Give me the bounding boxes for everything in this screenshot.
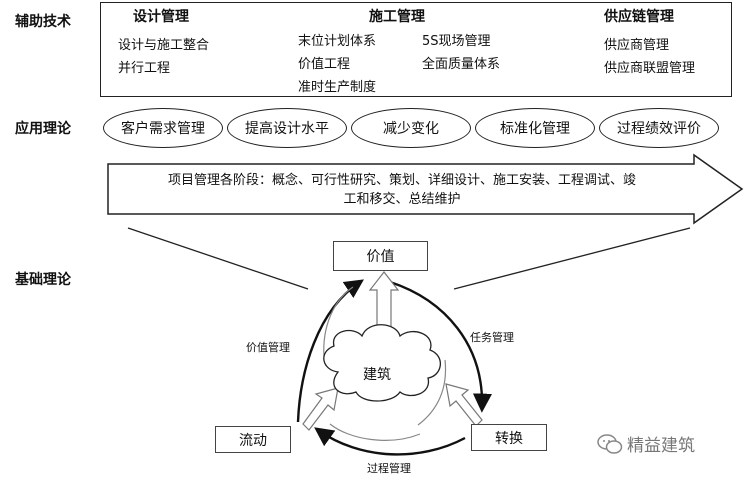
construction-item: 末位计划体系 bbox=[298, 34, 377, 49]
construction-item: 5S现场管理 bbox=[422, 34, 491, 49]
supply-item: 供应商联盟管理 bbox=[604, 61, 696, 76]
oval-design-level: 提高设计水平 bbox=[227, 108, 347, 148]
inner-arc-right bbox=[417, 359, 447, 426]
wechat-icon bbox=[597, 433, 623, 454]
design-item: 并行工程 bbox=[118, 61, 171, 76]
inner-arc-left bbox=[323, 286, 354, 358]
value-box: 价值 bbox=[333, 241, 428, 271]
hollow-arrow-left bbox=[302, 387, 339, 431]
value-mgmt-label: 价值管理 bbox=[246, 341, 290, 354]
supply-chain-mgmt-title: 供应链管理 bbox=[604, 9, 674, 25]
watermark-text: 精益建筑 bbox=[627, 436, 695, 456]
section-label-applied-theory: 应用理论 bbox=[15, 121, 71, 137]
oval-reduce-change: 减少变化 bbox=[351, 108, 471, 148]
hollow-arrow-up bbox=[368, 271, 400, 329]
construction-item: 准时生产制度 bbox=[298, 80, 377, 95]
support-tech-box bbox=[100, 2, 732, 97]
lifecycle-text-line-1: 项目管理各阶段：概念、可行性研究、策划、详细设计、施工安装、工程调试、竣 bbox=[167, 173, 636, 188]
building-label: 建筑 bbox=[363, 367, 391, 383]
supply-item: 供应商管理 bbox=[604, 38, 670, 53]
oval-customer-demand: 客户需求管理 bbox=[103, 108, 223, 148]
construction-item: 全面质量体系 bbox=[422, 57, 501, 72]
hollow-arrow-right bbox=[445, 383, 483, 427]
design-mgmt-title: 设计管理 bbox=[133, 9, 189, 25]
watermark: 精益建筑 bbox=[597, 431, 695, 456]
lifecycle-arrow-shape bbox=[107, 153, 744, 225]
construction-mgmt-title: 施工管理 bbox=[369, 9, 425, 25]
funnel-line-right bbox=[453, 227, 691, 290]
arc-task-mgmt bbox=[389, 280, 493, 413]
oval-standardization: 标准化管理 bbox=[475, 108, 595, 148]
funnel-line-left bbox=[127, 227, 309, 290]
section-label-basic-theory: 基础理论 bbox=[15, 272, 71, 288]
oval-performance-eval: 过程绩效评价 bbox=[599, 108, 719, 148]
design-item: 设计与施工整合 bbox=[118, 38, 210, 53]
construction-item: 价值工程 bbox=[298, 57, 351, 72]
transform-box: 转换 bbox=[471, 424, 547, 451]
flow-box: 流动 bbox=[215, 426, 291, 453]
arc-process-mgmt bbox=[314, 427, 466, 456]
arc-value-mgmt bbox=[296, 279, 364, 423]
cloud-shape bbox=[323, 324, 441, 402]
section-label-support-tech: 辅助技术 bbox=[15, 14, 71, 30]
inner-arc-bottom bbox=[329, 423, 421, 441]
task-mgmt-label: 任务管理 bbox=[470, 331, 514, 344]
process-mgmt-label: 过程管理 bbox=[367, 462, 411, 475]
lifecycle-text-line-2: 工和移交、总结维护 bbox=[343, 192, 461, 207]
